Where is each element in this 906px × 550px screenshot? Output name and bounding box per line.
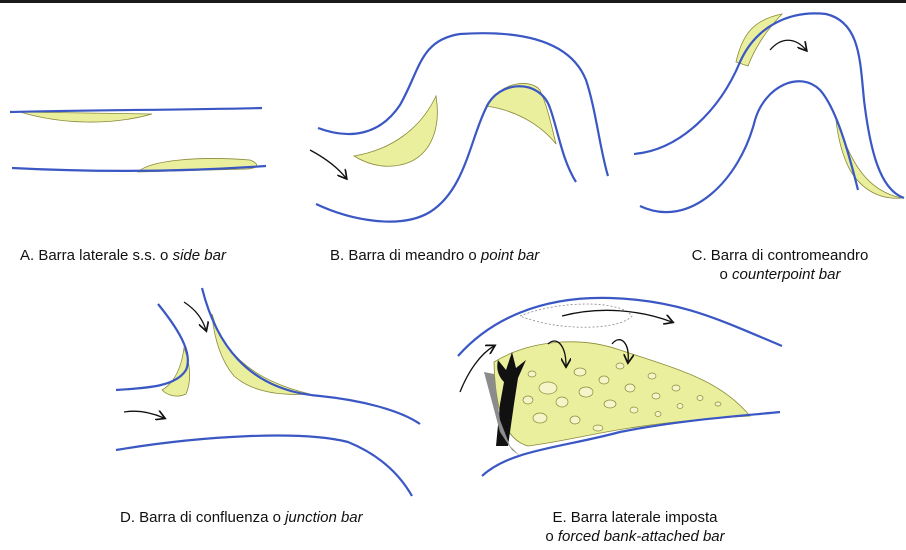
- flow-arrow-icon: [184, 302, 206, 330]
- bar-body: [494, 342, 750, 446]
- flow-arrow-icon: [310, 150, 346, 178]
- caption-d: D. Barra di confluenza o junction bar: [120, 508, 363, 527]
- caption-c: C. Barra di contromeandro o counterpoint…: [660, 246, 900, 284]
- flow-arrow-icon: [562, 310, 672, 322]
- bar-upper: [20, 112, 152, 122]
- caption-b: B. Barra di meandro o point bar: [330, 246, 539, 265]
- panel-a-side-bar: [10, 108, 266, 172]
- flow-arrow-icon: [770, 40, 806, 50]
- bank-upper: [458, 298, 782, 356]
- flow-arrow-icon: [124, 411, 164, 418]
- panel-c-counterpoint-bar: [634, 13, 904, 212]
- bank-lower: [116, 436, 412, 496]
- bank-upper: [10, 108, 262, 112]
- bar-inner-right: [486, 83, 556, 144]
- panel-b-point-bar: [310, 33, 608, 221]
- bank-upper: [634, 13, 904, 198]
- caption-a: A. Barra laterale s.s. o side bar: [20, 246, 226, 265]
- caption-e: E. Barra laterale imposta o forced bank-…: [505, 508, 765, 546]
- bank-lower: [640, 81, 858, 212]
- bank-right-upper: [202, 288, 420, 424]
- panel-d-junction-bar: [116, 288, 420, 496]
- bar-right: [212, 314, 310, 394]
- panel-e-forced-bar: [458, 298, 782, 476]
